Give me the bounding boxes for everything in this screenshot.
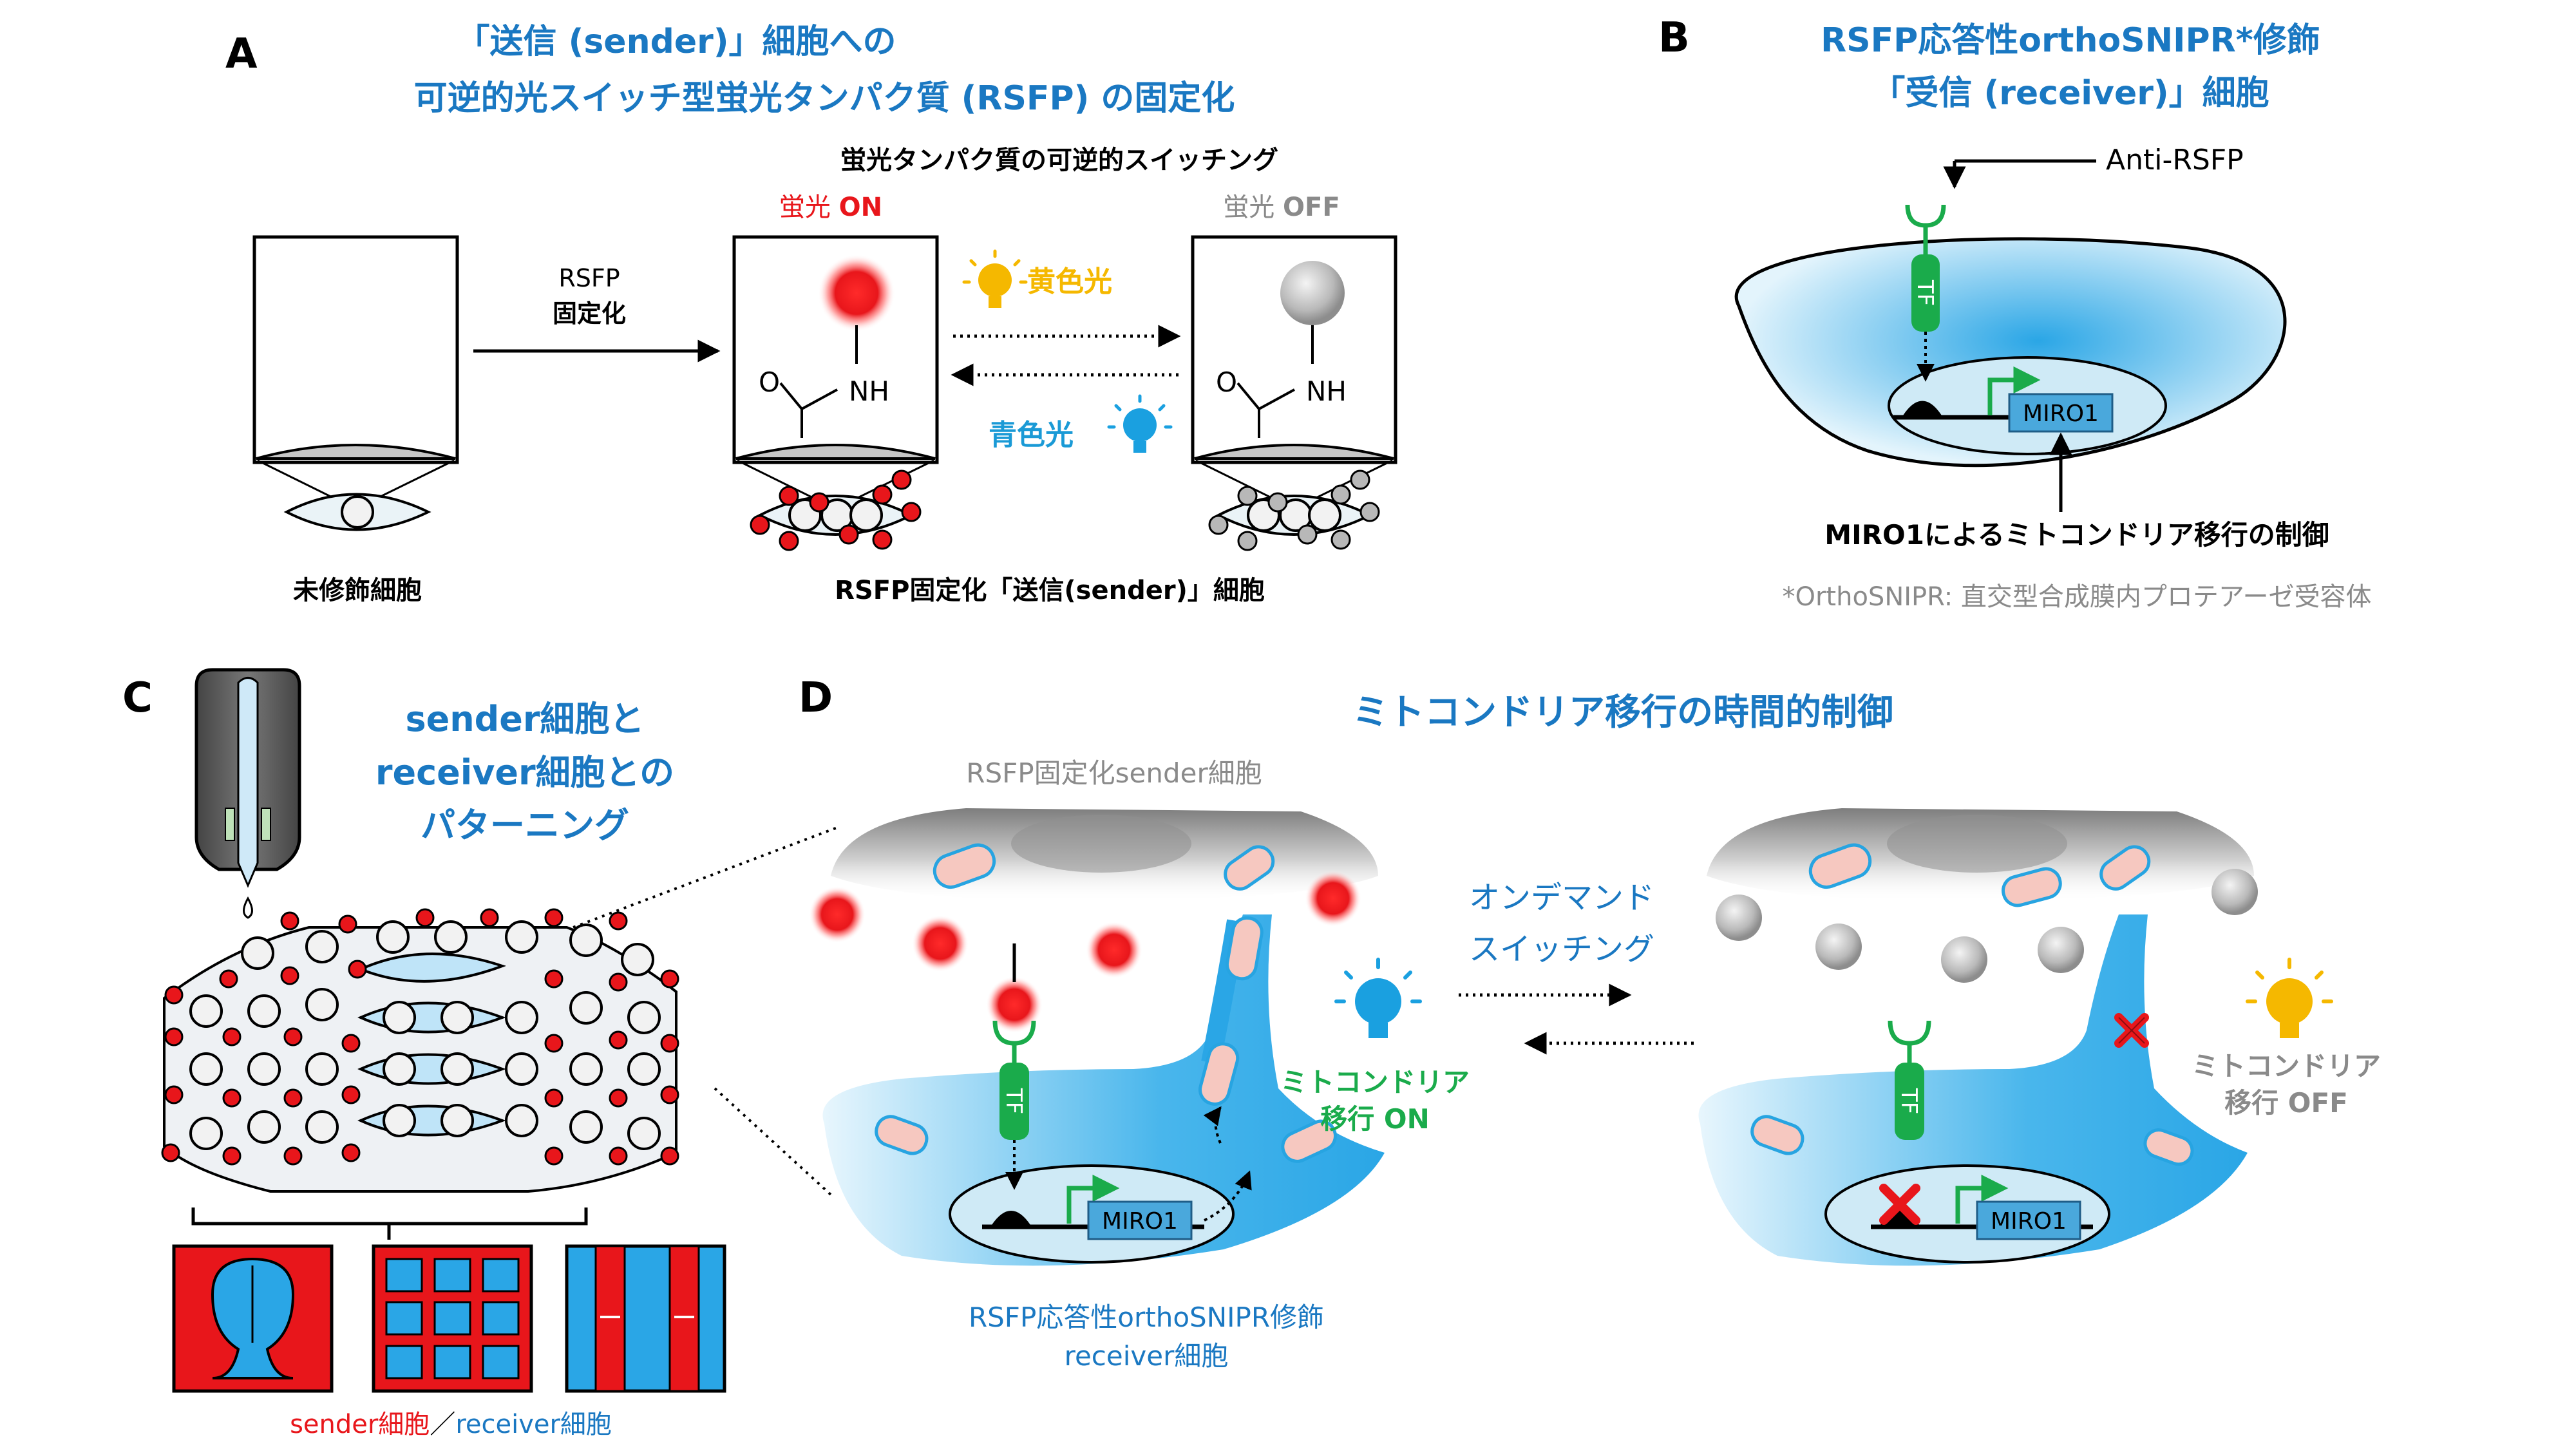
blue-bulb-icon-d — [1334, 958, 1422, 1038]
panel-d: D ミトコンドリア移行の時間的制御 RSFP固定化sender細胞 — [799, 674, 2381, 1372]
rsfp-arrow-label-2: 固定化 — [553, 299, 626, 328]
panel-b: B RSFP応答性orthoSNIPR*修飾 「受信 (receiver)」細胞… — [1658, 14, 2372, 612]
fluor-on-label: 蛍光 ON — [779, 193, 882, 222]
pattern-stripes — [565, 1244, 726, 1393]
pattern-anatomy — [172, 1244, 334, 1393]
switching-title: 蛍光タンパク質の可逆的スイッチング — [840, 146, 1278, 175]
panel-c: C sender細胞と receiver細胞との パターニング — [122, 668, 838, 1439]
svg-text:O: O — [1216, 366, 1237, 398]
unmodified-cell-label: 未修飾細胞 — [293, 576, 422, 605]
blue-bulb-icon — [1107, 394, 1173, 453]
tf-box-b — [1911, 254, 1940, 332]
transfer-on-line1: ミトコンドリア — [1280, 1066, 1470, 1098]
panel-letter-c: C — [122, 674, 153, 722]
yellow-bulb-icon-d — [2246, 958, 2333, 1038]
anti-rsfp-label: Anti-RSFP — [2106, 144, 2244, 176]
panel-b-title-line2: 「受信 (receiver)」細胞 — [1871, 74, 2269, 113]
panel-letter-b: B — [1658, 14, 1690, 62]
ondemand-line2: スイッチング — [1469, 931, 1654, 967]
transfer-off-line2: 移行 OFF — [2224, 1087, 2348, 1119]
pattern-legend: sender細胞／receiver細胞 — [290, 1410, 612, 1439]
blue-light-label: 青色光 — [989, 419, 1074, 451]
svg-text:TF: TF — [1896, 1088, 1922, 1114]
svg-text:MIRO1: MIRO1 — [1991, 1208, 2067, 1235]
rsfp-on-sphere — [818, 254, 895, 332]
miro1-label-b: MIRO1 — [2023, 401, 2099, 427]
panel-letter-d: D — [799, 674, 833, 722]
tf-label-b: TF — [1912, 279, 1938, 306]
orthosnipr-footnote: *OrthoSNIPR: 直交型合成膜内プロテアーゼ受容体 — [1782, 582, 2371, 612]
sender-cell-d-label: RSFP固定化sender細胞 — [966, 757, 1262, 789]
tf-box-d-left — [999, 1063, 1029, 1140]
miro1-box-d-right — [1976, 1200, 2081, 1240]
sender-cell-label: RSFP固定化「送信(sender)」細胞 — [835, 576, 1265, 605]
miro1-box-d-left — [1087, 1200, 1193, 1240]
svg-text:NH: NH — [849, 375, 889, 407]
yellow-bulb-icon — [962, 249, 1028, 308]
mitochondria-icon — [875, 843, 1337, 1163]
receiver-cell-d-right — [1698, 914, 2248, 1266]
miro1-control-caption: MIRO1によるミトコンドリア移行の制御 — [1824, 519, 2329, 551]
svg-text:TF: TF — [1001, 1088, 1027, 1114]
rsfp-arrow-label-1: RSFP — [558, 264, 620, 292]
yellow-light-label: 黄色光 — [1027, 265, 1112, 298]
tf-box-d-right — [1895, 1063, 1924, 1140]
receiver-cell-d-label-1: RSFP応答性orthoSNIPR修飾 — [969, 1302, 1324, 1333]
rsfp-on-spheres — [809, 870, 1361, 1033]
panel-b-title-line1: RSFP応答性orthoSNIPR*修飾 — [1821, 21, 2320, 60]
panel-a: A 「送信 (sender)」細胞への 可逆的光スイッチ型蛍光タンパク質 (RS… — [225, 23, 1397, 605]
transfer-on-line2: 移行 ON — [1320, 1103, 1429, 1135]
miro1-box-b — [2008, 393, 2114, 433]
fluor-off-label: 蛍光 OFF — [1223, 193, 1340, 222]
fluor-off-well: O NH — [1191, 235, 1397, 551]
anti-rsfp-receptor — [1905, 204, 1946, 228]
transfer-off-line1: ミトコンドリア — [2192, 1050, 2381, 1082]
panel-d-title: ミトコンドリア移行の時間的制御 — [1352, 692, 1893, 734]
rsfp-off-sphere — [1280, 261, 1345, 325]
blocked-x-icon — [1879, 1184, 1920, 1225]
printer-nozzle-icon — [194, 668, 301, 919]
pattern-grid — [372, 1244, 533, 1393]
svg-text:NH: NH — [1306, 375, 1347, 407]
fluor-on-well: O NH — [732, 235, 939, 551]
sheet-bracket — [191, 1208, 588, 1240]
mitochondria-icon-right — [1750, 843, 2194, 1166]
svg-text:MIRO1: MIRO1 — [1102, 1208, 1178, 1235]
panel-a-title-line2: 可逆的光スイッチ型蛍光タンパク質 (RSFP) の固定化 — [414, 79, 1235, 118]
svg-text:O: O — [759, 366, 780, 398]
panel-c-title-line2: receiver細胞との — [375, 752, 674, 793]
rsfp-off-spheres — [1716, 869, 2258, 983]
panel-c-title-line1: sender細胞と — [405, 699, 644, 739]
unmodified-well — [252, 235, 459, 531]
panel-letter-a: A — [225, 30, 258, 78]
panel-a-title-line1: 「送信 (sender)」細胞への — [456, 23, 896, 61]
ondemand-line1: オンデマンド — [1469, 880, 1654, 916]
patterned-cell-sheet — [161, 908, 679, 1193]
panel-c-title-line3: パターニング — [421, 805, 629, 846]
receiver-cell-d-label-2: receiver細胞 — [1065, 1340, 1229, 1372]
